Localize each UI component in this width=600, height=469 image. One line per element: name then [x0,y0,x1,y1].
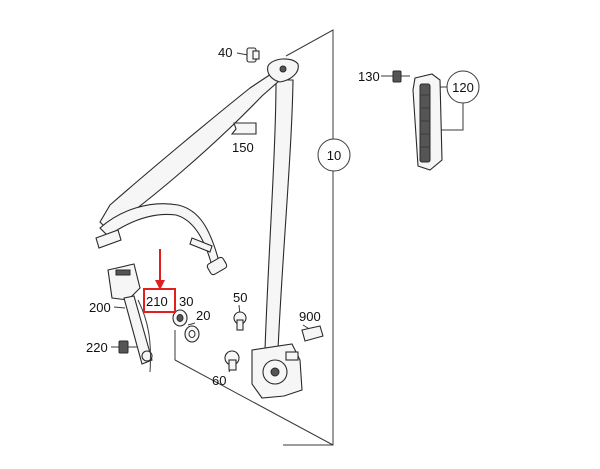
assembly-frame [174,29,334,446]
red-highlight-box [143,288,176,313]
part-50-bolt [233,311,247,331]
label-900: 900 [299,309,321,324]
part-20-washer [184,325,200,343]
red-arrow-head [155,280,165,290]
buckle-mount-eye [141,350,153,362]
label-150: 150 [232,140,254,155]
adjuster-notches [420,94,430,148]
bolt-60-shank [228,359,237,371]
label-10: 10 [327,148,341,163]
part-900-cap [301,325,324,342]
belt-retractor [251,343,303,399]
belt-guide-strap [189,237,213,253]
part-120-height-adjuster [412,73,443,171]
leader-20 [187,322,196,326]
part-150-clip [230,122,257,135]
part-number-labels: 40 130 120 150 10 50 900 200 210 30 20 2… [86,45,474,388]
retractor-hub [270,367,280,377]
deflection-fitting-hole [279,65,287,73]
label-130: 130 [358,69,380,84]
buckle-stalk [123,295,153,365]
retractor-sensor [285,351,299,361]
label-120: 120 [452,80,474,95]
bolt-50-shank [236,319,244,331]
nut-210-hole [176,314,184,322]
part-40-upper-anchor-bolt [246,47,260,63]
label-220: 220 [86,340,108,355]
bolt-220-head [118,340,129,354]
buckle-slot [115,269,131,276]
label-20: 20 [196,308,210,323]
buckle-head [107,263,141,301]
upper-deflection-fitting [267,58,299,83]
part-130-screw [392,70,410,83]
cap-900 [301,325,324,342]
leader-40 [236,52,249,56]
highlight-210 [143,249,176,313]
label-30: 30 [179,294,193,309]
adjuster-slot [419,83,431,163]
part-60-bolt [224,350,240,371]
leader-120-bottom [440,103,464,131]
leader-200 [113,306,126,309]
belt-end-fitting [206,256,228,276]
label-50: 50 [233,290,247,305]
washer-20-hole [188,330,196,338]
bolt-40-head [252,50,260,60]
clip-150 [230,122,257,135]
shoulder-strap [264,79,294,351]
part-200-buckle [107,263,153,373]
label-40: 40 [218,45,232,60]
frame-bottom-diagonal [174,359,334,446]
frame-right-line [283,29,334,446]
part-220-bolt [118,340,138,354]
callout-circle-10 [317,138,351,172]
belt-webbing [95,73,294,351]
belt-tongue [95,229,122,249]
buckle-cable [137,299,151,373]
callout-circle-120 [446,70,480,104]
part-210-nut [172,309,188,327]
label-60: 60 [212,373,226,388]
label-210: 210 [146,294,168,309]
screw-130-head [392,70,402,83]
label-200: 200 [89,300,111,315]
